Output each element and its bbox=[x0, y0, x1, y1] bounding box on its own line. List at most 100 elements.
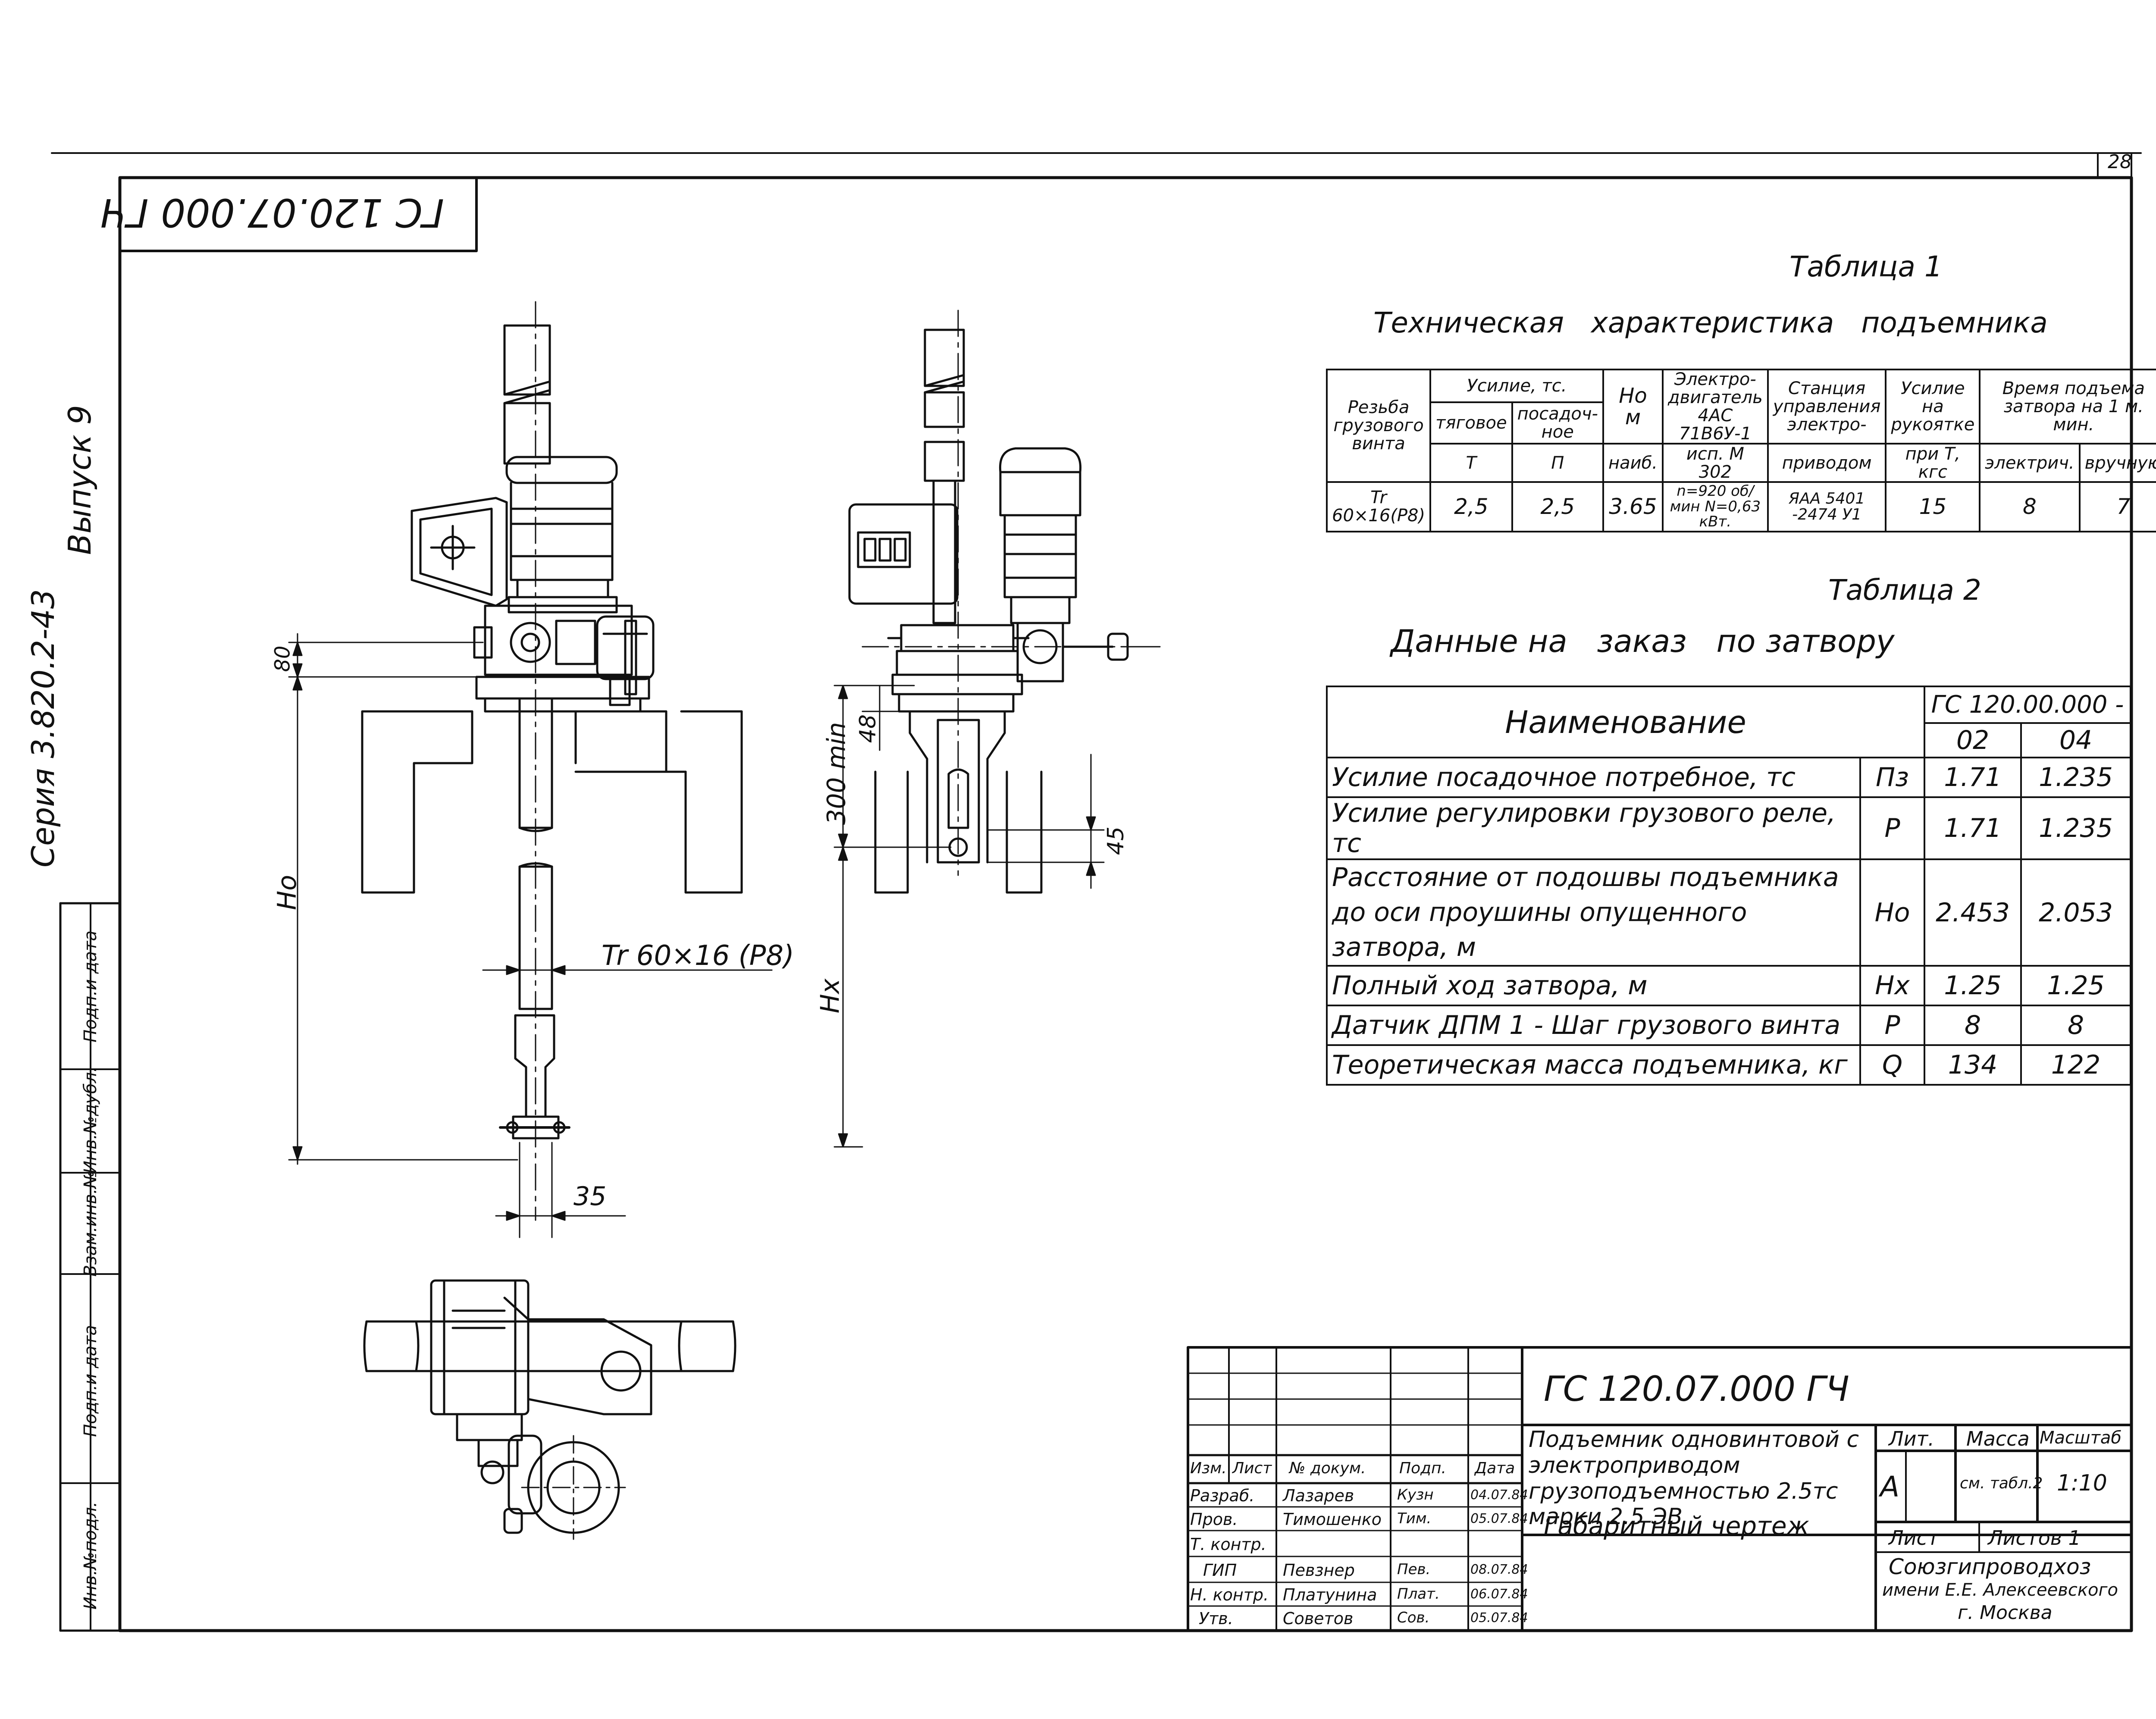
t1-h-handle-note: при Т, кгс bbox=[1885, 443, 1981, 483]
t2-r0-sym: Пз bbox=[1859, 757, 1925, 798]
tb-date-0: 04.07.84 bbox=[1470, 1487, 1528, 1503]
issue-label: Выпуск 9 bbox=[62, 405, 98, 555]
t1-h-motor: Электро-двигатель 4АС 71В6У-1 bbox=[1661, 368, 1769, 445]
t1-h-traction: тяговое bbox=[1429, 401, 1513, 445]
tb-date-5: 05.07.84 bbox=[1470, 1610, 1528, 1625]
t1-ho: 3.65 bbox=[1602, 481, 1664, 533]
tb-sign-5: Сов. bbox=[1397, 1609, 1430, 1626]
tb-date-3: 08.07.84 bbox=[1470, 1562, 1528, 1577]
dim-35: 35 bbox=[573, 1181, 607, 1212]
tb-h-sign: Подп. bbox=[1399, 1459, 1446, 1477]
t2-r5-name: Теоретическая масса подъемника, кг bbox=[1326, 1044, 1861, 1086]
side-view bbox=[848, 310, 1165, 894]
t1-h-ho-unit: м bbox=[1625, 405, 1641, 430]
t2-r2-v2: 2.053 bbox=[2020, 858, 2131, 967]
tb-sign-4: Плат. bbox=[1397, 1585, 1440, 1603]
t1-h-landing: посадоч-ное bbox=[1511, 401, 1604, 445]
t1-handle: 15 bbox=[1885, 481, 1981, 533]
tb-date-1: 05.07.84 bbox=[1470, 1511, 1528, 1526]
dim-ho: Но bbox=[272, 875, 302, 910]
t1-h-station: Станция управления электро- bbox=[1767, 368, 1887, 445]
stamp-cell-0: Инв.№подл. bbox=[81, 1501, 100, 1610]
front-dimensions bbox=[288, 633, 773, 1238]
plan-view bbox=[363, 1279, 736, 1540]
t2-r2-v1: 2.453 bbox=[1924, 858, 2022, 967]
t1-h-ho-note: наиб. bbox=[1602, 443, 1664, 483]
table2-title: Данные на заказ по затвору bbox=[1391, 623, 1895, 659]
t2-r4-name: Датчик ДПМ 1 - Шаг грузового винта bbox=[1326, 1005, 1861, 1046]
tb-role-0: Разраб. bbox=[1190, 1486, 1255, 1505]
title-block-doc-type: Габаритный чертеж bbox=[1544, 1511, 1809, 1541]
t2-r4-v1: 8 bbox=[1924, 1005, 2022, 1046]
t2-r0-v2: 1.235 bbox=[2020, 757, 2131, 798]
dim-300min: 300 min bbox=[821, 722, 851, 825]
t2-r4-v2: 8 bbox=[2020, 1005, 2131, 1046]
t2-r1-v1: 1.71 bbox=[1924, 796, 2022, 860]
tb-name-1: Тимошенко bbox=[1283, 1510, 1382, 1529]
title-block-grid bbox=[1187, 1346, 2133, 1632]
tb-name-0: Лазарев bbox=[1283, 1486, 1354, 1505]
tb-sign-1: Тим. bbox=[1397, 1510, 1432, 1527]
tb-mass-label: Масса bbox=[1966, 1427, 2030, 1450]
t1-h-traction-sym: Т bbox=[1429, 443, 1513, 483]
dim-45: 45 bbox=[1103, 826, 1129, 855]
tb-role-5: Утв. bbox=[1199, 1609, 1233, 1628]
t1-h-time: Время подъема затвора на 1 м. мин. bbox=[1979, 368, 2156, 445]
t1-h-motor-note: исп. М 302 bbox=[1661, 443, 1769, 483]
t1-man: 7 bbox=[2078, 481, 2156, 533]
t2-r3-v1: 1.25 bbox=[1924, 965, 2022, 1006]
tb-role-1: Пров. bbox=[1190, 1510, 1238, 1529]
tb-org-0: Союзгипроводхоз bbox=[1889, 1554, 2091, 1579]
t2-r2-name: Расстояние от подошвы подъемника до оси … bbox=[1326, 858, 1861, 967]
sheet-frame bbox=[51, 152, 2142, 1632]
side-dimensions bbox=[834, 685, 1105, 1148]
tb-scale: 1:10 bbox=[2057, 1470, 2107, 1496]
stamp-cell-4: Подп.и дата bbox=[81, 930, 100, 1043]
tb-lit: А bbox=[1880, 1470, 1900, 1503]
tb-name-3: Певзнер bbox=[1283, 1561, 1355, 1580]
tb-name-4: Платунина bbox=[1283, 1585, 1377, 1604]
t2-h-name: Наименование bbox=[1326, 686, 1925, 758]
tb-sheets-label: Листов 1 bbox=[1988, 1526, 2081, 1550]
t2-r4-sym: Р bbox=[1859, 1005, 1925, 1046]
table1-title: Техническая характеристика подъемника bbox=[1373, 306, 2048, 339]
t2-r1-sym: Р bbox=[1859, 796, 1925, 860]
t2-r1-name: Усилие регулировки грузового реле, тс bbox=[1326, 796, 1861, 860]
dim-hx: Нх bbox=[815, 978, 846, 1014]
title-block-code: ГС 120.07.000 ГЧ bbox=[1544, 1369, 1849, 1409]
t1-motor: n=920 об/мин N=0,63 кВт. bbox=[1661, 481, 1769, 533]
t1-h-ho-label: Но bbox=[1619, 383, 1647, 408]
tb-role-2: Т. контр. bbox=[1190, 1535, 1266, 1554]
stamp-cell-1: Подп.и дата bbox=[81, 1325, 100, 1437]
t2-r3-v2: 1.25 bbox=[2020, 965, 2131, 1006]
t1-station: ЯАА 5401 -2474 У1 bbox=[1767, 481, 1887, 533]
t1-h-time-man: вручную bbox=[2078, 443, 2156, 483]
tb-role-3: ГИП bbox=[1203, 1561, 1237, 1580]
dim-48: 48 bbox=[855, 714, 881, 743]
tb-name-5: Советов bbox=[1283, 1609, 1354, 1628]
t2-r1-v2: 1.235 bbox=[2020, 796, 2131, 860]
table1-caption: Таблица 1 bbox=[1789, 250, 1943, 283]
title-block-name: Подъемник одновинтовой с электроприводом… bbox=[1529, 1427, 1859, 1530]
tb-h-doc: № докум. bbox=[1289, 1459, 1366, 1477]
tb-sign-0: Кузн bbox=[1397, 1486, 1434, 1503]
t1-el: 8 bbox=[1979, 481, 2081, 533]
tb-scale-label: Масштаб bbox=[2040, 1428, 2122, 1448]
tb-role-4: Н. контр. bbox=[1190, 1585, 1269, 1604]
series-label: Серия 3.820.2-43 bbox=[25, 589, 61, 867]
t2-r3-sym: Нх bbox=[1859, 965, 1925, 1006]
tb-sheet-label: Лист bbox=[1889, 1526, 1939, 1550]
t1-h-station-note: приводом bbox=[1767, 443, 1887, 483]
front-view bbox=[361, 301, 743, 1221]
t1-h-landing-sym: П bbox=[1511, 443, 1604, 483]
dim-thread: Tr 60×16 (P8) bbox=[602, 940, 794, 972]
t2-r0-name: Усилие посадочное потребное, тс bbox=[1326, 757, 1861, 798]
dim-80: 80 bbox=[270, 645, 295, 672]
t2-r2-sym: Но bbox=[1859, 858, 1925, 967]
t1-thread: Tr 60×16(P8) bbox=[1326, 481, 1432, 533]
t2-r5-v1: 134 bbox=[1924, 1044, 2022, 1086]
